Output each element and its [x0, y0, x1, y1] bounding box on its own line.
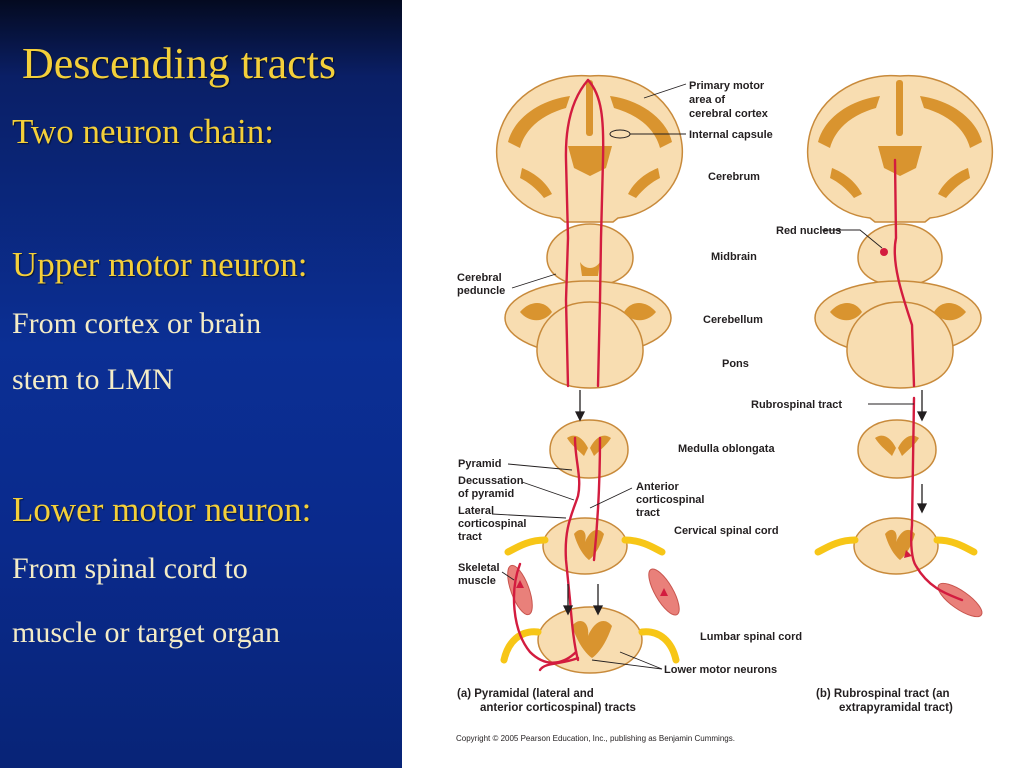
label-skeletal-muscle-2: muscle [458, 575, 496, 587]
descending-tracts-diagram: Primary motor area of cerebral cortex In… [456, 74, 994, 743]
caption-a-line-2: anterior corticospinal) tracts [480, 702, 636, 714]
label-lateral-corticospinal-3: tract [458, 531, 482, 543]
label-cerebral-peduncle-2: peduncle [457, 285, 505, 297]
label-primary-motor-1: Primary motor [689, 80, 765, 92]
label-primary-motor-3: cerebral cortex [689, 108, 769, 120]
label-anterior-corticospinal-2: corticospinal [636, 494, 704, 506]
label-rubrospinal-tract: Rubrospinal tract [751, 399, 842, 411]
copyright-notice: Copyright © 2005 Pearson Education, Inc.… [456, 734, 735, 743]
label-cerebrum: Cerebrum [708, 171, 760, 183]
caption-b-line-1: (b) Rubrospinal tract (an [816, 688, 950, 700]
label-anterior-corticospinal-1: Anterior [636, 481, 680, 493]
caption-a-line-1: (a) Pyramidal (lateral and [457, 688, 594, 700]
two-neuron-chain-heading: Two neuron chain: [12, 112, 274, 151]
label-lumbar-spinal-cord: Lumbar spinal cord [700, 631, 802, 643]
pons-b [846, 301, 954, 389]
label-medulla-oblongata: Medulla oblongata [678, 443, 775, 455]
lower-motor-neuron-heading: Lower motor neuron: [12, 490, 312, 529]
slide-title: Descending tracts [22, 39, 336, 88]
upper-motor-neuron-line-2: stem to LMN [12, 363, 174, 396]
midbrain-a [546, 223, 634, 287]
slide-text-panel: Descending tracts Two neuron chain: Uppe… [0, 0, 402, 768]
lower-motor-neuron-line-1: From spinal cord to [12, 552, 248, 585]
midbrain-b [857, 223, 943, 287]
label-skeletal-muscle-1: Skeletal [458, 562, 500, 574]
pons-a [536, 301, 644, 389]
medulla-a [549, 419, 629, 479]
label-decussation-1: Decussation [458, 475, 524, 487]
label-cervical-spinal-cord: Cervical spinal cord [674, 525, 779, 537]
upper-motor-neuron-line-1: From cortex or brain [12, 307, 262, 340]
label-midbrain: Midbrain [711, 251, 757, 263]
label-primary-motor-2: area of [689, 94, 725, 106]
label-decussation-2: of pyramid [458, 488, 514, 500]
label-anterior-corticospinal-3: tract [636, 507, 660, 519]
label-pons: Pons [722, 358, 749, 370]
label-lateral-corticospinal-1: Lateral [458, 505, 494, 517]
medulla-b [857, 419, 937, 479]
label-lower-motor-neurons: Lower motor neurons [664, 664, 777, 676]
caption-b-line-2: extrapyramidal tract) [839, 702, 953, 714]
lower-motor-neuron-line-2: muscle or target organ [12, 616, 280, 649]
upper-motor-neuron-heading: Upper motor neuron: [12, 245, 308, 284]
label-red-nucleus: Red nucleus [776, 225, 841, 237]
label-cerebral-peduncle-1: Cerebral [457, 272, 502, 284]
label-cerebellum: Cerebellum [703, 314, 763, 326]
label-lateral-corticospinal-2: corticospinal [458, 518, 526, 530]
label-internal-capsule: Internal capsule [689, 129, 773, 141]
label-pyramid: Pyramid [458, 458, 501, 470]
